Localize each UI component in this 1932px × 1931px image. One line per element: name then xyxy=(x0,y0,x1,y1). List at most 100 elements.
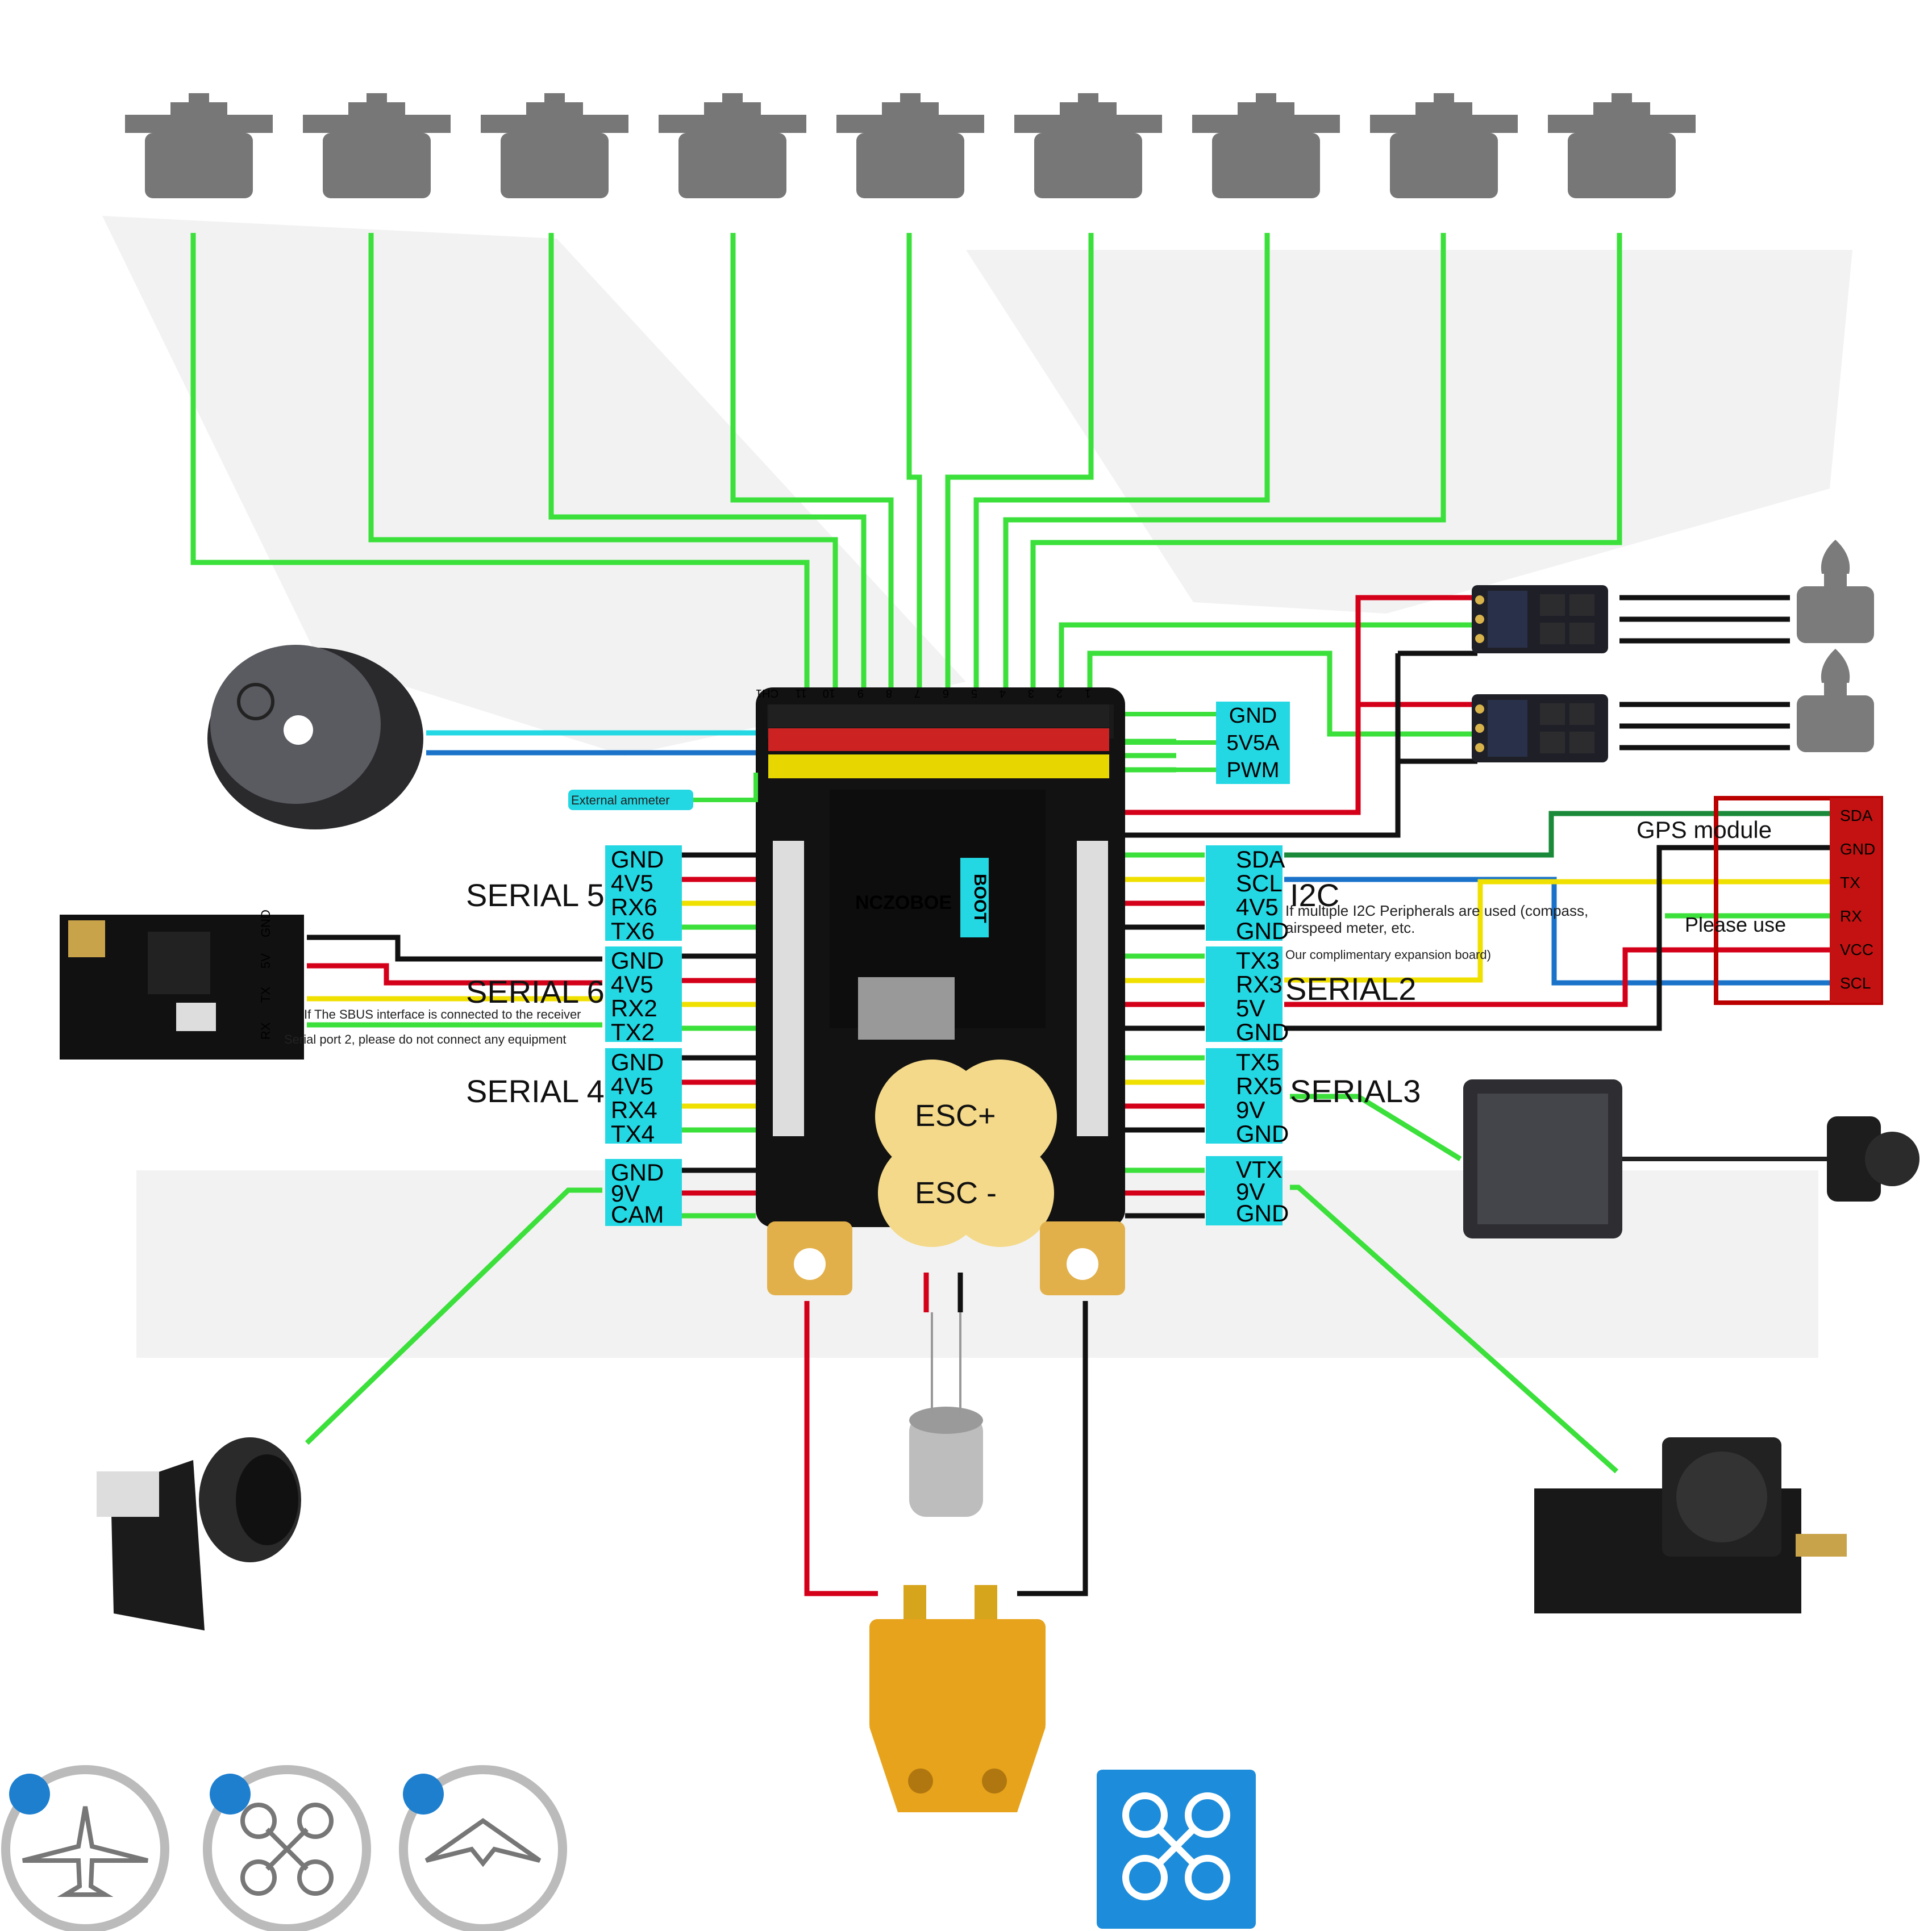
serial2-label: SERIAL2 xyxy=(1285,971,1416,1007)
i2c-pin: GND xyxy=(1236,917,1289,944)
i2c-label: I2C xyxy=(1290,877,1339,913)
header-numbers: CH1 11 10 9 8 7 6 5 4 3 2 1 xyxy=(756,687,1091,699)
gps-pin: SDA xyxy=(1840,807,1873,824)
airplane-icon xyxy=(1,1765,169,1931)
serial4-pin: GND xyxy=(611,1049,664,1075)
serial5-pin: RX6 xyxy=(611,894,657,920)
vtx-pin: VTX xyxy=(1236,1156,1283,1183)
servo-icon xyxy=(1548,93,1696,198)
serial5-box: GND 4V5 RX6 TX6 SERIAL 5 xyxy=(466,845,682,944)
serial5-pin: GND xyxy=(611,846,664,873)
motor-icon xyxy=(1797,540,1874,643)
gps-pin: SCL xyxy=(1840,974,1871,992)
serial4-pin: TX4 xyxy=(611,1120,655,1147)
gps-title: GPS module xyxy=(1637,816,1772,843)
header-number: 6 xyxy=(943,687,949,699)
header-number: 2 xyxy=(1056,687,1063,699)
gps-pin: GND xyxy=(1840,840,1875,858)
serial2-pin: GND xyxy=(1236,1019,1289,1045)
power-label: 5V5A xyxy=(1227,731,1280,755)
gps-module: GPS module Please use SDA GND TX RX VCC … xyxy=(1637,796,1883,1005)
serial2-box: TX3 RX3 5V GND SERIAL2 xyxy=(1206,946,1416,1045)
serial6-pin: 4V5 xyxy=(611,971,653,998)
quadcopter-icon xyxy=(203,1765,371,1931)
serial3-pin: RX5 xyxy=(1236,1073,1283,1099)
header-number: 3 xyxy=(1028,687,1034,699)
power-header: GND 5V5A PWM xyxy=(1125,702,1290,784)
serial2-pin: 5V xyxy=(1236,995,1265,1021)
board-brand: NCZOBOE xyxy=(855,892,952,914)
receiver-pin: RX xyxy=(259,1022,273,1040)
serial6-pin: GND xyxy=(611,947,664,974)
motor-esc-icon xyxy=(1472,694,1608,762)
buzzer-icon xyxy=(207,645,423,829)
receiver-note: If The SBUS interface is connected to th… xyxy=(304,1007,581,1021)
serial2-pin: RX3 xyxy=(1236,971,1283,998)
serial4-box: GND 4V5 RX4 TX4 SERIAL 4 xyxy=(466,1048,682,1147)
i2c-note: If multiple I2C Peripherals are used (co… xyxy=(1285,902,1588,919)
servo-icon xyxy=(1014,93,1162,198)
receiver-pin: 5V xyxy=(259,953,273,969)
header-number: 5 xyxy=(971,687,977,699)
ammeter-label: External ammeter xyxy=(571,793,670,807)
drone-app-icon xyxy=(1097,1770,1256,1929)
gps-pin: RX xyxy=(1840,907,1862,925)
flying-wing-icon xyxy=(399,1765,567,1931)
servo-row xyxy=(125,93,1696,198)
pin-header-top xyxy=(768,704,1109,727)
xt60-icon xyxy=(869,1585,1046,1812)
serial5-pin: TX6 xyxy=(611,917,655,944)
header-number: 11 xyxy=(795,687,807,699)
power-label: PWM xyxy=(1227,758,1280,782)
esc-plus-label: ESC+ xyxy=(915,1099,996,1133)
vtx-pin: GND xyxy=(1236,1200,1289,1227)
serial4-label: SERIAL 4 xyxy=(466,1073,605,1109)
serial3-pin: GND xyxy=(1236,1120,1289,1147)
cam-pin: GND xyxy=(611,1159,664,1186)
serial2-pin: TX3 xyxy=(1236,947,1280,974)
servo-icon xyxy=(125,93,273,198)
battery-wires xyxy=(804,1273,1088,1596)
servo-icon xyxy=(1370,93,1518,198)
gps-pin: TX xyxy=(1840,874,1860,891)
servo-icon xyxy=(659,93,806,198)
serial3-label: SERIAL3 xyxy=(1290,1073,1421,1109)
servo-wires xyxy=(190,233,1622,704)
header-number: 4 xyxy=(1000,687,1006,699)
gps-please: Please use xyxy=(1685,913,1786,936)
i2c-box: SDA SCL 4V5 GND I2C If multiple I2C Peri… xyxy=(1206,845,1588,962)
header-number: 8 xyxy=(886,687,892,699)
serial4-pin: 4V5 xyxy=(611,1073,653,1099)
header-number: 10 xyxy=(823,687,835,699)
receiver-pin: TX xyxy=(259,987,273,1003)
servo-icon xyxy=(303,93,451,198)
serial5-pin: 4V5 xyxy=(611,870,653,896)
servo-icon xyxy=(481,93,628,198)
i2c-note: airspeed meter, etc. xyxy=(1285,919,1415,936)
i2c-pin: SDA xyxy=(1236,846,1285,873)
ammeter: External ammeter xyxy=(568,773,758,810)
vtx-box: VTX 9V GND xyxy=(1206,1156,1289,1227)
gps-pin: VCC xyxy=(1840,941,1873,958)
header-number: 9 xyxy=(857,687,864,699)
receiver: GND 5V TX RX If The SBUS interface is co… xyxy=(60,910,581,1060)
right-wires xyxy=(1125,811,1830,1474)
servo-icon xyxy=(1192,93,1340,198)
header-number: CH1 xyxy=(756,687,778,699)
motor-esc-icon xyxy=(1472,585,1608,653)
receiver-note: Serial port 2, please do not connect any… xyxy=(284,1032,567,1046)
i2c-pin: SCL xyxy=(1236,870,1283,896)
power-label: GND xyxy=(1229,704,1277,728)
vtx-pin: 9V xyxy=(1236,1178,1265,1205)
capacitor-icon xyxy=(909,1312,983,1517)
vtx-box-device xyxy=(1463,1079,1919,1238)
serial3-box: TX5 RX5 9V GND SERIAL3 xyxy=(1206,1048,1421,1147)
camera-icon xyxy=(97,1437,301,1630)
servo-icon xyxy=(836,93,984,198)
header-number: 7 xyxy=(914,687,921,699)
cam-pin: CAM xyxy=(611,1201,664,1228)
header-number: 1 xyxy=(1085,687,1091,699)
serial3-pin: 9V xyxy=(1236,1096,1265,1123)
serial6-pin: RX2 xyxy=(611,995,657,1021)
